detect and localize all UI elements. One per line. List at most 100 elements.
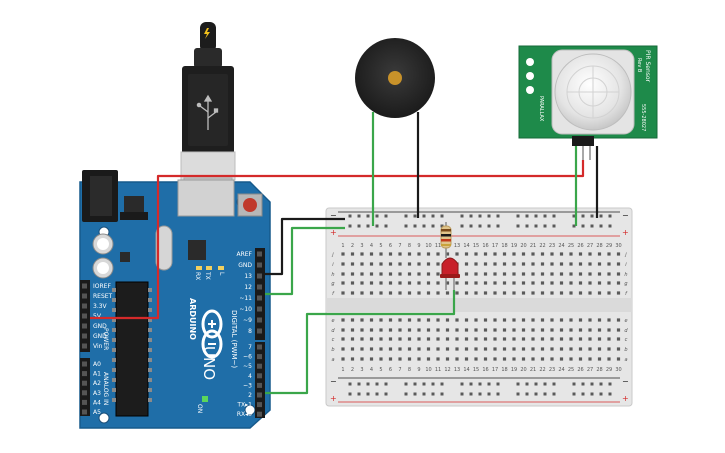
breadboard-hole[interactable] [445, 252, 450, 256]
header-pin[interactable] [257, 273, 262, 279]
breadboard-hole[interactable] [464, 357, 469, 361]
breadboard-hole[interactable] [379, 337, 383, 341]
rail-hole[interactable] [543, 214, 547, 218]
breadboard-hole[interactable] [426, 291, 431, 295]
breadboard-hole[interactable] [407, 357, 412, 361]
breadboard-hole[interactable] [502, 252, 507, 256]
breadboard-hole[interactable] [464, 252, 469, 256]
breadboard-hole[interactable] [360, 328, 364, 332]
breadboard-hole[interactable] [379, 281, 383, 285]
breadboard-hole[interactable] [455, 252, 459, 256]
rail-hole[interactable] [525, 214, 529, 218]
breadboard-hole[interactable] [607, 318, 611, 322]
rail-hole[interactable] [581, 382, 585, 386]
breadboard-hole[interactable] [502, 347, 507, 351]
breadboard-hole[interactable] [398, 357, 402, 361]
breadboard-hole[interactable] [464, 262, 469, 266]
breadboard-hole[interactable] [521, 318, 526, 322]
breadboard-hole[interactable] [407, 337, 412, 341]
breadboard-hole[interactable] [569, 357, 573, 361]
breadboard-hole[interactable] [559, 347, 564, 351]
breadboard-hole[interactable] [407, 328, 412, 332]
rail-hole[interactable] [348, 392, 352, 396]
rail-hole[interactable] [469, 214, 473, 218]
breadboard-hole[interactable] [597, 328, 602, 332]
breadboard-hole[interactable] [578, 337, 583, 341]
breadboard-hole[interactable] [607, 281, 611, 285]
rail-hole[interactable] [404, 224, 408, 228]
breadboard-hole[interactable] [398, 281, 402, 285]
breadboard-hole[interactable] [464, 291, 469, 295]
rail-hole[interactable] [413, 382, 417, 386]
breadboard-hole[interactable] [379, 328, 383, 332]
breadboard-hole[interactable] [369, 357, 374, 361]
rail-hole[interactable] [384, 382, 388, 386]
header-pin[interactable] [257, 328, 262, 334]
rail-hole[interactable] [460, 382, 464, 386]
breadboard-hole[interactable] [616, 328, 621, 332]
rail-hole[interactable] [516, 214, 520, 218]
rail-hole[interactable] [375, 392, 379, 396]
rail-hole[interactable] [431, 224, 435, 228]
rail-hole[interactable] [469, 224, 473, 228]
header-pin[interactable] [257, 317, 262, 323]
breadboard-hole[interactable] [379, 347, 383, 351]
breadboard-hole[interactable] [531, 252, 535, 256]
breadboard-hole[interactable] [426, 337, 431, 341]
breadboard-hole[interactable] [550, 328, 554, 332]
breadboard-hole[interactable] [455, 291, 459, 295]
header-pin[interactable] [82, 323, 87, 329]
breadboard-hole[interactable] [521, 262, 526, 266]
rail-hole[interactable] [572, 382, 576, 386]
breadboard-hole[interactable] [379, 291, 383, 295]
breadboard-hole[interactable] [445, 281, 450, 285]
breadboard-hole[interactable] [474, 272, 478, 276]
breadboard-hole[interactable] [578, 328, 583, 332]
breadboard-hole[interactable] [569, 347, 573, 351]
header-pin[interactable] [257, 382, 262, 388]
breadboard-hole[interactable] [464, 281, 469, 285]
breadboard-hole[interactable] [455, 318, 459, 322]
rail-hole[interactable] [534, 382, 538, 386]
rail-hole[interactable] [552, 224, 556, 228]
breadboard-hole[interactable] [436, 262, 440, 266]
rail-hole[interactable] [590, 382, 594, 386]
breadboard-hole[interactable] [445, 357, 450, 361]
breadboard-hole[interactable] [521, 328, 526, 332]
rail-hole[interactable] [487, 382, 491, 386]
breadboard-hole[interactable] [483, 337, 488, 341]
rail-hole[interactable] [348, 382, 352, 386]
breadboard-hole[interactable] [436, 357, 440, 361]
breadboard-hole[interactable] [350, 318, 355, 322]
breadboard-hole[interactable] [483, 347, 488, 351]
breadboard-hole[interactable] [436, 328, 440, 332]
breadboard-hole[interactable] [597, 262, 602, 266]
header-pin[interactable] [82, 361, 87, 367]
breadboard-hole[interactable] [483, 318, 488, 322]
header-pin[interactable] [257, 251, 262, 257]
breadboard-hole[interactable] [474, 281, 478, 285]
rail-hole[interactable] [413, 214, 417, 218]
header-pin[interactable] [257, 295, 262, 301]
rail-hole[interactable] [469, 392, 473, 396]
breadboard-hole[interactable] [550, 357, 554, 361]
breadboard-hole[interactable] [493, 262, 497, 266]
rail-hole[interactable] [590, 214, 594, 218]
rail-hole[interactable] [366, 214, 370, 218]
breadboard-hole[interactable] [540, 357, 545, 361]
rail-hole[interactable] [366, 224, 370, 228]
breadboard-hole[interactable] [388, 291, 393, 295]
breadboard-hole[interactable] [531, 357, 535, 361]
breadboard-hole[interactable] [379, 252, 383, 256]
rail-hole[interactable] [496, 214, 500, 218]
breadboard-hole[interactable] [502, 337, 507, 341]
rail-hole[interactable] [581, 392, 585, 396]
breadboard-hole[interactable] [540, 262, 545, 266]
breadboard-hole[interactable] [540, 291, 545, 295]
breadboard-hole[interactable] [474, 291, 478, 295]
breadboard-hole[interactable] [531, 272, 535, 276]
breadboard-hole[interactable] [445, 347, 450, 351]
breadboard-hole[interactable] [588, 272, 592, 276]
breadboard-hole[interactable] [559, 281, 564, 285]
header-pin[interactable] [257, 411, 262, 417]
